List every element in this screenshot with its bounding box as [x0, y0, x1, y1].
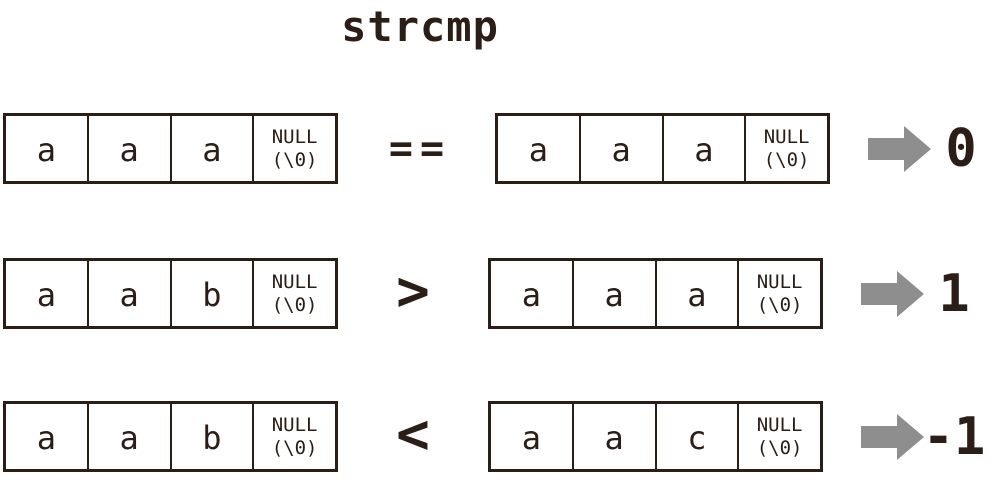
- char-cell: b: [172, 404, 255, 469]
- null-label: NULL: [756, 271, 803, 294]
- null-terminator-cell: NULL (\0): [739, 261, 820, 326]
- char-cell: a: [664, 116, 747, 181]
- char-cell: a: [657, 261, 740, 326]
- comparison-operator: >: [396, 259, 430, 324]
- comparison-operator: <: [396, 402, 430, 467]
- null-label: NULL: [271, 126, 318, 149]
- char-cell: a: [6, 404, 89, 469]
- null-label: NULL: [756, 414, 803, 437]
- null-escape-label: (\0): [763, 148, 810, 171]
- null-label: NULL: [763, 126, 810, 149]
- char-cell: c: [657, 404, 740, 469]
- comparison-row-equal: a a a NULL (\0) == a a a NULL (\0) 0: [0, 113, 1006, 184]
- null-terminator-cell: NULL (\0): [254, 404, 335, 469]
- left-string-array: a a b NULL (\0): [3, 401, 338, 472]
- char-cell: a: [574, 404, 657, 469]
- null-terminator-cell: NULL (\0): [254, 116, 335, 181]
- comparison-operator: ==: [388, 125, 452, 172]
- char-cell: a: [89, 404, 172, 469]
- result-value: -1: [922, 406, 986, 467]
- null-escape-label: (\0): [271, 293, 318, 316]
- null-escape-label: (\0): [756, 436, 803, 459]
- null-escape-label: (\0): [271, 436, 318, 459]
- char-cell: a: [574, 261, 657, 326]
- null-terminator-cell: NULL (\0): [746, 116, 827, 181]
- result-arrow-icon: [861, 258, 925, 329]
- result-arrow-icon: [868, 113, 932, 184]
- null-terminator-cell: NULL (\0): [739, 404, 820, 469]
- comparison-row-greater: a a b NULL (\0) > a a a NULL (\0) 1: [0, 258, 1006, 329]
- char-cell: a: [491, 261, 574, 326]
- char-cell: b: [172, 261, 255, 326]
- char-cell: a: [6, 261, 89, 326]
- left-string-array: a a b NULL (\0): [3, 258, 338, 329]
- char-cell: a: [89, 261, 172, 326]
- null-escape-label: (\0): [271, 148, 318, 171]
- null-terminator-cell: NULL (\0): [254, 261, 335, 326]
- null-escape-label: (\0): [756, 293, 803, 316]
- result-arrow-icon: [861, 401, 925, 472]
- char-cell: a: [89, 116, 172, 181]
- right-string-array: a a a NULL (\0): [488, 258, 823, 329]
- char-cell: a: [6, 116, 89, 181]
- char-cell: a: [172, 116, 255, 181]
- null-label: NULL: [271, 414, 318, 437]
- right-string-array: a a c NULL (\0): [488, 401, 823, 472]
- left-string-array: a a a NULL (\0): [3, 113, 338, 184]
- char-cell: a: [491, 404, 574, 469]
- null-label: NULL: [271, 271, 318, 294]
- char-cell: a: [498, 116, 581, 181]
- comparison-row-less: a a b NULL (\0) < a a c NULL (\0) -1: [0, 401, 1006, 472]
- page-title: strcmp: [341, 2, 499, 51]
- result-value: 1: [938, 263, 970, 324]
- char-cell: a: [581, 116, 664, 181]
- result-value: 0: [945, 118, 977, 179]
- right-string-array: a a a NULL (\0): [495, 113, 830, 184]
